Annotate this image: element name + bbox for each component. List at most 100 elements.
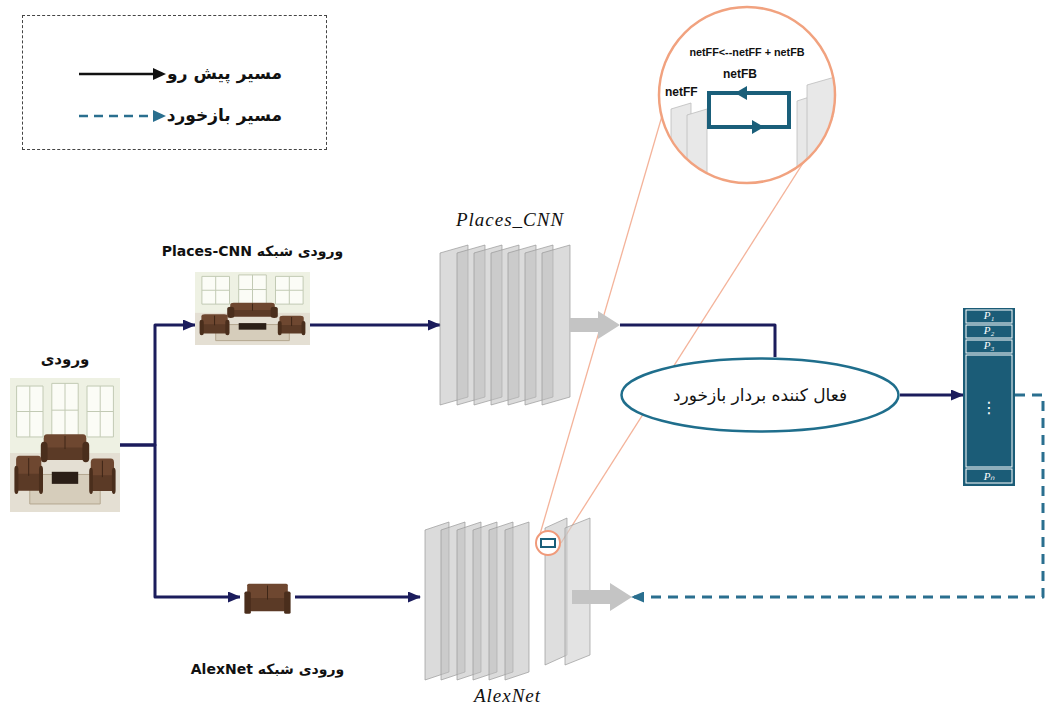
legend-row: مسیر بازخورد <box>23 102 326 128</box>
ellipse-outline <box>622 359 899 432</box>
feedback-loop-symbol <box>541 539 555 547</box>
sofa-seat <box>230 310 275 317</box>
sofa-arm <box>227 307 234 318</box>
places-input-image-shape <box>195 272 310 345</box>
places-cnn-stack-text: Places_CNN <box>440 208 580 232</box>
sofa-seam <box>267 586 268 600</box>
zoom-callout-text: netFF<--netFF + netFB <box>657 45 837 60</box>
room-window <box>202 276 230 304</box>
sofa-arm <box>302 321 306 335</box>
feedback-loop <box>709 93 789 127</box>
sofa-arm <box>41 442 48 463</box>
text-slot: ورودی <box>10 348 120 370</box>
text-slot: netFF<--netFF + netFB <box>657 45 837 60</box>
text-slot: Pₙ <box>963 470 1015 483</box>
zoomed-layer <box>687 109 707 195</box>
forward-path <box>620 325 775 357</box>
places-input-image: ورودی شبکه Places-CNN <box>195 272 310 345</box>
forward-path <box>900 394 963 397</box>
zoom-source-circle <box>536 531 560 555</box>
text-slot: P₂ <box>963 324 1015 337</box>
room-window <box>17 386 43 437</box>
legend-sample <box>73 105 169 127</box>
legend-sample <box>73 63 169 85</box>
sofa-arm <box>225 320 229 335</box>
input-image-text: ورودی <box>10 348 120 370</box>
room-window <box>276 276 304 304</box>
feedback-vector-text: Pₙ <box>963 470 1015 483</box>
sofa-seat <box>16 474 41 491</box>
text-slot: netFF <box>665 85 698 100</box>
sofa-arm <box>14 466 18 494</box>
legend-arrowhead <box>153 68 166 80</box>
sofa-seat <box>44 448 87 460</box>
window-mullion <box>17 411 43 412</box>
sofa-arm <box>89 468 93 494</box>
zoom-outline <box>659 7 835 183</box>
alexnet-input-image-text: ورودی شبکه AlexNet <box>191 658 344 680</box>
room-window <box>239 275 267 304</box>
sofa-arm <box>39 466 43 494</box>
sofa-arm <box>244 592 250 614</box>
legend-row: مسیر پیش رو <box>23 60 326 86</box>
forward-path <box>310 324 440 327</box>
sofa-seam <box>65 436 66 449</box>
sofa-seat <box>279 325 303 334</box>
zoom-callout-text: netFB <box>723 67 757 82</box>
places-cnn-stack-shape <box>440 245 620 405</box>
feedback-vector-text: P₃ <box>963 339 1015 352</box>
sofa-group <box>14 434 115 494</box>
network-layer <box>505 522 529 680</box>
feedback-vector-text: P₂ <box>963 324 1015 337</box>
loop-arrowhead <box>752 120 764 134</box>
sofa <box>244 584 290 614</box>
text-slot: ⋮ <box>963 398 1015 418</box>
text-slot: netFB <box>723 67 757 82</box>
window-mullion <box>202 290 230 291</box>
legend-text: مسیر پیش رو <box>167 60 282 86</box>
sofa-arm <box>200 320 204 335</box>
zoom-callout: netFF<--netFF + netFB netFB netFF <box>657 5 837 185</box>
sofa-seam <box>252 304 253 311</box>
sofa-arm <box>112 468 116 494</box>
feedback-vector: P₁ P₂ P₃ ⋮ Pₙ <box>963 308 1015 486</box>
legend-text: مسیر بازخورد <box>167 102 282 128</box>
feedback-activator-ellipse-text: فعال کننده بردار بازخورد <box>665 383 855 407</box>
window-mullion <box>276 290 304 291</box>
room-floor <box>10 453 120 512</box>
legend-line <box>79 73 155 76</box>
room-wall <box>10 378 120 512</box>
sofa-seam <box>214 316 215 326</box>
places-cnn-stack: Places_CNN <box>440 245 620 405</box>
sofa-seat <box>201 324 227 333</box>
coffee-table <box>52 472 78 484</box>
forward-path <box>295 596 420 599</box>
input-image-shape <box>10 378 120 512</box>
sofa-seam <box>291 317 292 326</box>
zoomed-layer <box>807 77 835 195</box>
network-layer <box>542 245 570 405</box>
room-window <box>87 386 113 437</box>
feedback-vector-text: P₁ <box>963 309 1015 322</box>
sofa-seam <box>28 458 29 476</box>
input-image: ورودی <box>10 378 120 512</box>
legend-box: مسیر پیش رو مسیر بازخورد <box>22 15 327 150</box>
text-slot: P₁ <box>963 309 1015 322</box>
text-slot: ورودی شبکه AlexNet <box>191 658 344 680</box>
sofa-seam <box>102 461 103 478</box>
sofa-arm <box>278 321 282 335</box>
zoom-callout-text: netFF <box>665 85 698 100</box>
window-mullion <box>239 289 267 290</box>
room-floor <box>195 313 310 345</box>
image-ground <box>240 572 295 625</box>
alexnet-input-image: ورودی شبکه AlexNet <box>240 572 295 625</box>
alexnet-input-image-shape <box>240 572 295 625</box>
alexnet-stack-shape <box>420 515 632 680</box>
legend-arrowhead <box>153 110 166 122</box>
room-window <box>52 383 78 437</box>
feedback-activator-ellipse: فعال کننده بردار بازخورد <box>620 357 900 433</box>
feedback-vector-text: ⋮ <box>963 398 1015 418</box>
sofa-seat <box>91 475 114 491</box>
